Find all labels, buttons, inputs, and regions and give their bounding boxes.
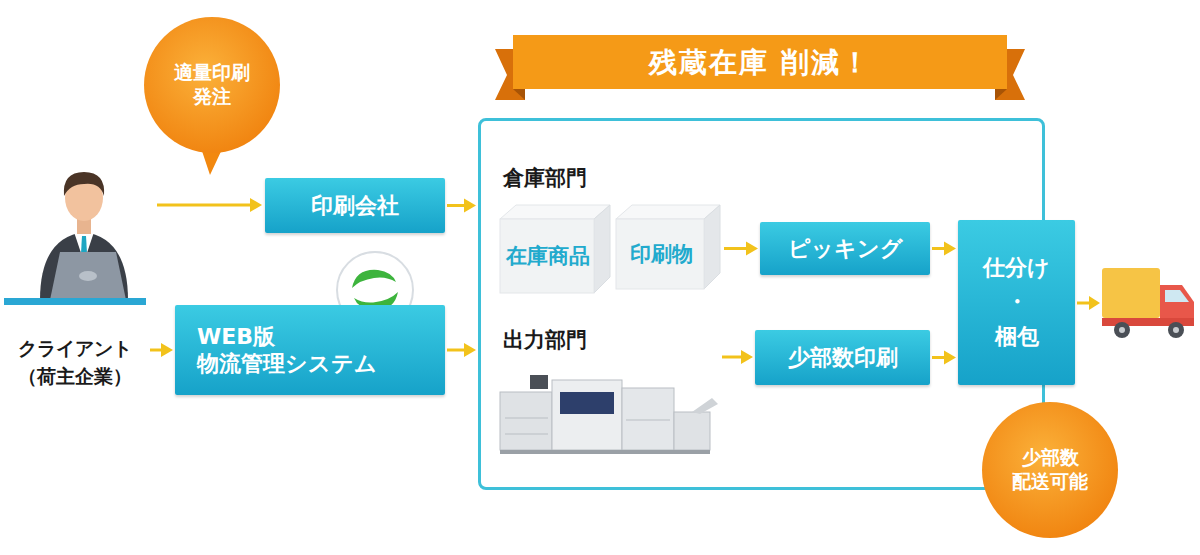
- client-figure: [4, 172, 146, 305]
- flow-arrow: [724, 242, 758, 256]
- process-box: 仕分け ・ 梱包: [958, 220, 1075, 385]
- node-text: ピッキング: [788, 235, 903, 263]
- system-box: WEB版 物流管理システム: [175, 305, 445, 395]
- flow-arrow: [447, 343, 476, 357]
- arrow-line: [447, 349, 466, 352]
- truck-icon: [1102, 268, 1194, 338]
- flow-arrow: [932, 242, 956, 256]
- arrow-head: [464, 343, 476, 357]
- flow-arrow: [1077, 296, 1100, 310]
- process-box: 印刷会社: [265, 178, 445, 233]
- stock-cube: 在庫商品: [498, 203, 612, 295]
- node-text: 印刷会社: [311, 192, 399, 220]
- callout-bubble: 適量印刷 発注: [144, 17, 280, 153]
- arrow-line: [932, 356, 946, 359]
- arrow-line: [724, 247, 748, 250]
- flow-arrow: [722, 350, 753, 364]
- flow-arrow: [932, 351, 956, 365]
- node-text: WEB版 物流管理システム: [197, 323, 377, 378]
- node-text: 在庫商品: [506, 243, 590, 269]
- printer-illustration: [500, 375, 718, 454]
- arrow-head: [746, 242, 758, 256]
- node-text: 残蔵在庫 削減！: [649, 45, 871, 80]
- arrow-head: [464, 199, 476, 213]
- section-heading: 倉庫部門: [503, 165, 587, 191]
- node-text: 少部数 配送可能: [1012, 446, 1088, 494]
- arrow-head: [944, 351, 956, 365]
- section-heading: 出力部門: [503, 327, 587, 353]
- node-text: 少部数印刷: [788, 344, 898, 372]
- callout-bubble: 少部数 配送可能: [982, 402, 1118, 538]
- facility-region: 倉庫部門出力部門在庫商品印刷物ピッキング少部数印刷仕分け ・ 梱包: [478, 118, 1045, 490]
- node-text: 印刷物: [630, 241, 693, 267]
- arrow-head: [944, 242, 956, 256]
- node-text: 仕分け ・ 梱包: [983, 251, 1050, 353]
- process-box: 少部数印刷: [755, 330, 930, 385]
- arrow-line: [447, 204, 466, 207]
- client-label: クライアント （荷主企業）: [8, 335, 142, 390]
- flow-arrow: [447, 199, 476, 213]
- node-text: 適量印刷 発注: [174, 61, 250, 109]
- arrow-line: [932, 247, 946, 250]
- stock-cube: 印刷物: [614, 203, 722, 291]
- process-box: ピッキング: [760, 222, 930, 275]
- title-banner: 残蔵在庫 削減！: [495, 35, 1025, 100]
